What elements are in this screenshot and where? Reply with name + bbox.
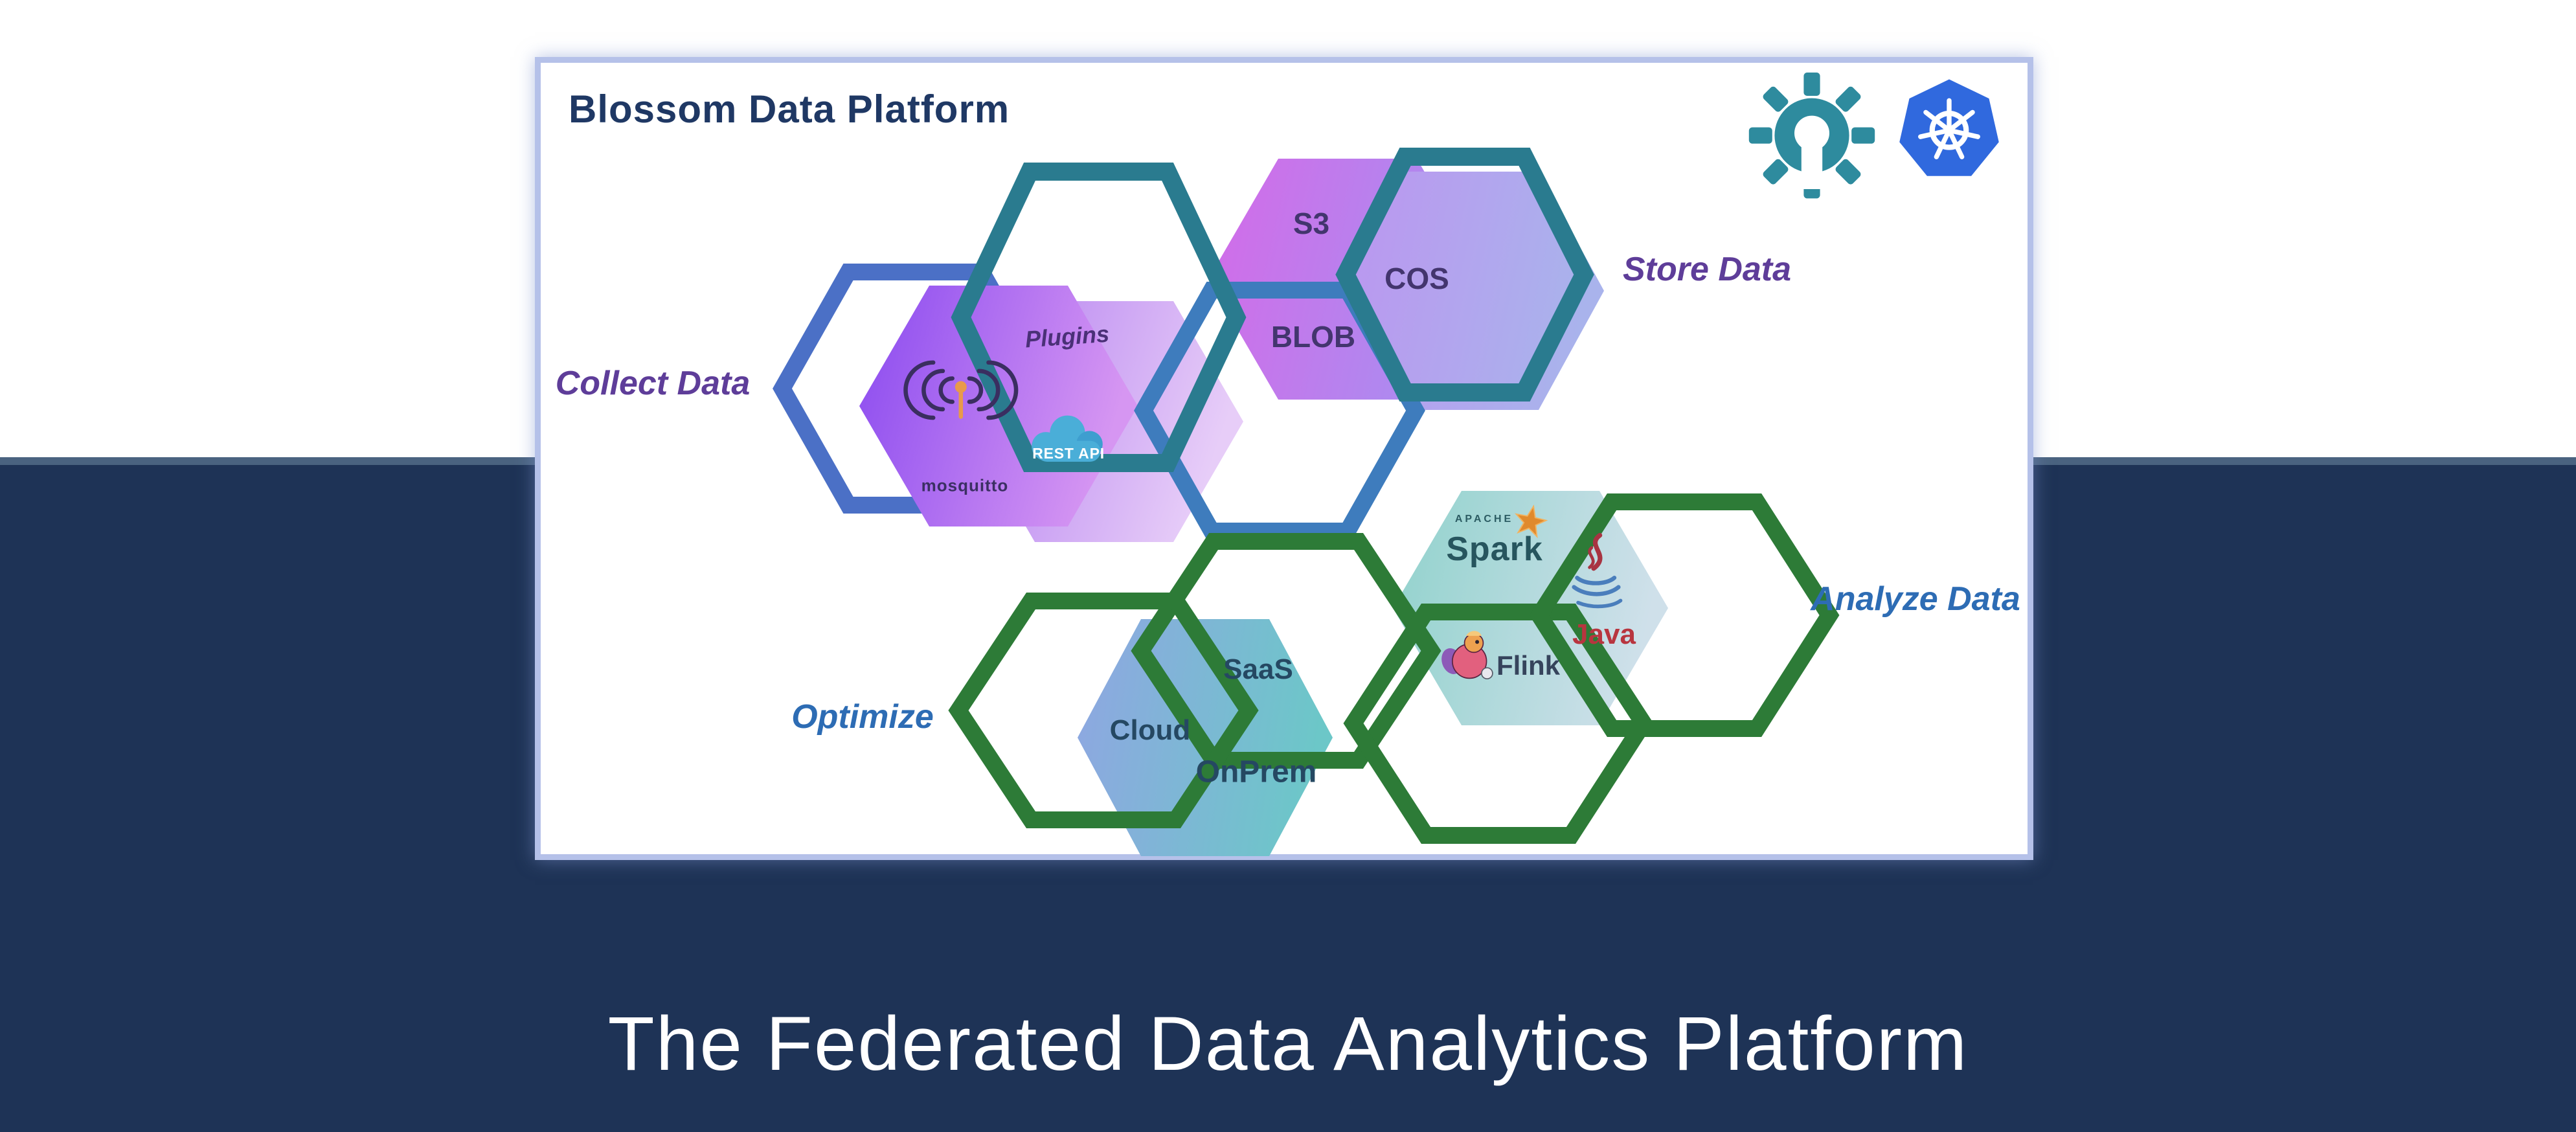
node-apache: APACHE (1454, 514, 1514, 525)
spark-star-icon (1515, 504, 1548, 539)
node-flink: Flink (1496, 650, 1561, 681)
hexagon-outline-middle-blue (1134, 282, 1425, 539)
node-spark: Spark (1446, 530, 1543, 568)
rest-api-cloud-icon: REST API (1032, 415, 1105, 462)
node-onprem: OnPrem (1195, 754, 1317, 789)
rest-api-text: REST API (1032, 445, 1105, 462)
node-mosquitto: mosquitto (921, 475, 1009, 495)
node-blob: BLOB (1271, 320, 1356, 354)
gear-icon (1748, 73, 1875, 199)
label-collect-data: Collect Data (555, 365, 751, 402)
label-optimize: Optimize (791, 698, 934, 736)
node-java: Java (1572, 618, 1636, 650)
node-s3: S3 (1293, 207, 1330, 240)
hexagon-outline-teal-top (951, 163, 1247, 472)
node-cos: COS (1384, 262, 1449, 295)
hexagon-outline-analyze (1529, 493, 1840, 737)
hexagon-outline-optimize (948, 593, 1259, 828)
page-title: Blossom Data Platform (569, 87, 1010, 131)
footer-title: The Federated Data Analytics Platform (607, 1001, 1969, 1087)
flink-squirrel-icon (1441, 631, 1493, 680)
hexagon-outline-store (1335, 148, 1594, 402)
mosquitto-broadcast-icon (903, 360, 1019, 420)
kubernetes-icon (1899, 79, 1999, 176)
java-cup-icon (1572, 532, 1623, 609)
node-saas: SaaS (1223, 653, 1293, 685)
label-analyze-data: Analyze Data (1811, 580, 2020, 618)
label-store-data: Store Data (1622, 251, 1792, 288)
node-cloud: Cloud (1109, 714, 1191, 746)
